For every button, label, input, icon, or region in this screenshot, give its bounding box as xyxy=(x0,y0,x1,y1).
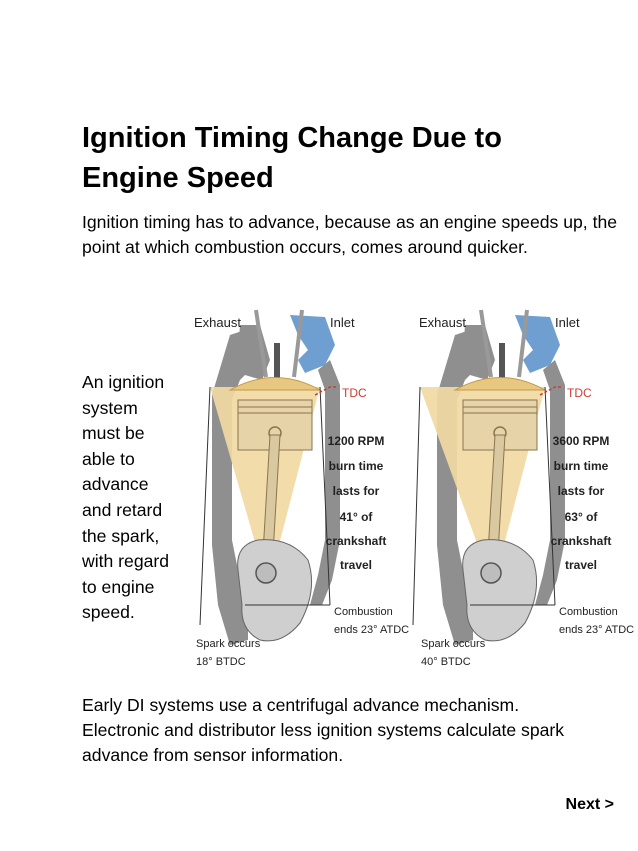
tdc-pointer xyxy=(539,386,563,396)
side-line: must be xyxy=(82,423,145,444)
exhaust-valve xyxy=(479,309,493,378)
spark-line xyxy=(199,386,211,626)
bottom-paragraph: Early DI systems use a centrifugal advan… xyxy=(82,693,627,768)
info-line: lasts for xyxy=(333,484,380,498)
side-line: advance xyxy=(82,474,149,495)
spark-angle-label: 18° BTDC xyxy=(196,656,246,668)
info-line: 3600 RPM xyxy=(553,434,610,448)
side-line: to engine xyxy=(82,576,155,597)
side-line: with regard xyxy=(82,551,170,572)
rpm-info: 1200 RPM burn time lasts for 41° of cran… xyxy=(326,434,387,572)
combustion-chamber xyxy=(228,377,322,391)
spark-angle-label: 40° BTDC xyxy=(421,656,471,668)
info-line: crankshaft xyxy=(326,534,387,548)
info-line: 63° of xyxy=(565,510,599,524)
next-link[interactable]: Next > xyxy=(565,796,614,813)
engine-timing-diagram: Exhaust Inlet TDC 1200 RPM burn time las… xyxy=(194,309,634,668)
info-line: 41° of xyxy=(340,510,374,524)
inlet-valve xyxy=(292,309,304,378)
info-line: travel xyxy=(565,558,597,572)
crankshaft xyxy=(237,539,313,642)
info-line: 1200 RPM xyxy=(328,434,385,448)
info-line: crankshaft xyxy=(551,534,612,548)
combustion-end-line xyxy=(319,386,331,606)
combustion-end-label: ends 23° ATDC xyxy=(559,624,634,636)
spark-plug xyxy=(274,343,280,379)
exhaust-valve xyxy=(254,309,268,378)
bottom-line-2: Electronic and distributor less ignition… xyxy=(82,720,565,765)
spark-label: Spark occurs xyxy=(196,638,261,650)
title-line-2: Engine Speed xyxy=(82,162,274,194)
side-paragraph: An ignition system must be able to advan… xyxy=(82,370,202,626)
side-line: and retard xyxy=(82,499,163,520)
title-line-1: Ignition Timing Change Due to xyxy=(82,122,502,154)
side-line: system xyxy=(82,397,138,418)
side-line: An ignition xyxy=(82,372,165,392)
tdc-label: TDC xyxy=(567,386,592,400)
info-line: burn time xyxy=(329,459,384,473)
intro-paragraph: Ignition timing has to advance, because … xyxy=(82,212,618,257)
combustion-end-line xyxy=(544,386,556,606)
combustion-chamber xyxy=(453,377,547,391)
engine-panel-3600rpm: Exhaust Inlet TDC 3600 RPM burn time las… xyxy=(412,309,634,668)
inlet-label: Inlet xyxy=(555,315,580,330)
spark-plug xyxy=(499,343,505,379)
crank-pin xyxy=(480,562,502,584)
crank-pin xyxy=(255,562,277,584)
rpm-info: 3600 RPM burn time lasts for 63° of cran… xyxy=(551,434,612,572)
info-line: travel xyxy=(340,558,372,572)
side-line: able to xyxy=(82,448,135,469)
combustion-label: Combustion xyxy=(334,606,393,618)
engine-panel-1200rpm: Exhaust Inlet TDC 1200 RPM burn time las… xyxy=(194,309,409,668)
combustion-end-label: ends 23° ATDC xyxy=(334,624,409,636)
exhaust-label: Exhaust xyxy=(194,315,241,330)
combustion-label: Combustion xyxy=(559,606,618,618)
bottom-line-1: Early DI systems use a centrifugal advan… xyxy=(82,695,520,715)
inlet-valve xyxy=(517,309,529,378)
exhaust-label: Exhaust xyxy=(419,315,466,330)
side-line: the spark, xyxy=(82,525,160,546)
tdc-label: TDC xyxy=(342,386,367,400)
spark-line xyxy=(412,386,421,626)
spark-label: Spark occurs xyxy=(421,638,486,650)
engine-block xyxy=(535,360,565,605)
crankshaft xyxy=(462,539,538,642)
page-title: Ignition Timing Change Due to Engine Spe… xyxy=(82,118,622,198)
info-line: burn time xyxy=(554,459,609,473)
info-line: lasts for xyxy=(558,484,605,498)
engine-block xyxy=(310,360,340,605)
tdc-pointer xyxy=(314,386,338,396)
inlet-label: Inlet xyxy=(330,315,355,330)
side-line: speed. xyxy=(82,602,135,623)
